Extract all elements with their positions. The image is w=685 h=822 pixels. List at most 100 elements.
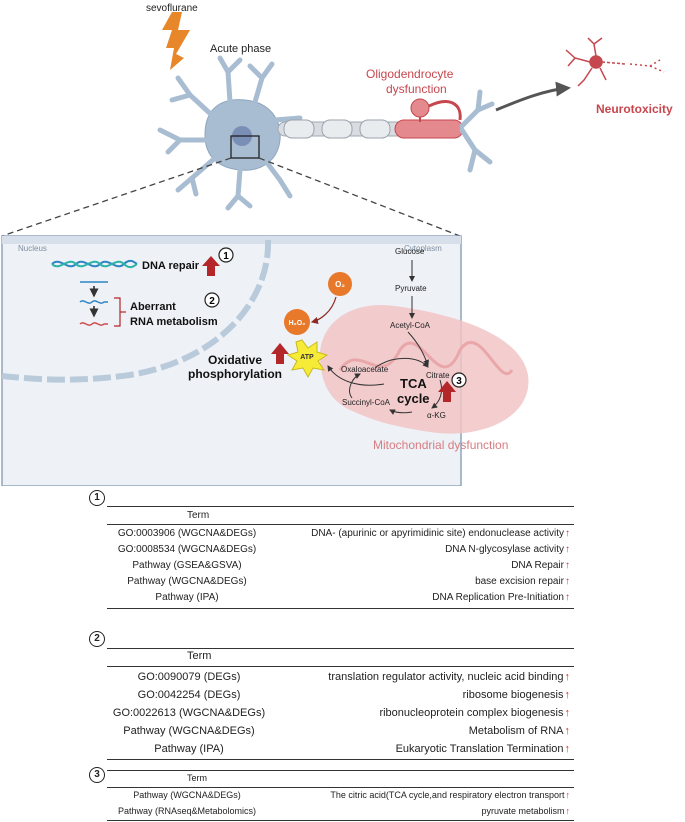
table-marker: 2: [89, 631, 105, 647]
up-arrow-icon: ↑: [564, 671, 571, 683]
lightning-icon: [162, 12, 190, 70]
up-arrow-icon: ↑: [565, 528, 570, 539]
up-arrow-icon: ↑: [565, 790, 571, 800]
table-2: 2 Term GO:0090079 (DEGs) translation regu…: [89, 631, 574, 761]
acetylcoa-label: Acetyl-CoA: [390, 321, 431, 330]
oxphos-line1: Oxidative: [208, 353, 262, 367]
table-cell-term: Pathway (WGCNA&DEGs): [133, 790, 241, 800]
neuron-icon: [157, 55, 303, 211]
pathway-figure: sevoflurane Acute phase Oligodendrocyt: [1, 3, 673, 486]
table-cell-description: DNA Replication Pre-Initiation↑: [89, 592, 570, 603]
table-marker: 3: [89, 767, 105, 783]
oligo-label-line2: dysfunction: [386, 82, 447, 96]
up-arrow-icon: ↑: [564, 689, 571, 701]
oligo-label-line1: Oligodendrocyte: [366, 67, 454, 81]
aberrant-line2: RNA metabolism: [130, 316, 218, 328]
table-cell-description: ribonucleoprotein complex biogenesis↑: [89, 707, 570, 719]
o2-icon: [328, 272, 352, 296]
table-header-term: Term: [187, 650, 212, 662]
dna-icon: [51, 259, 138, 269]
h2o2-label: H₂O₂: [289, 320, 306, 327]
oligodendrocyte-icon: [394, 98, 464, 139]
succinyl-label: Succinyl-CoA: [342, 398, 391, 407]
table-cell-description: Eukaryotic Translation Termination↑: [89, 743, 570, 755]
marker-1-text: 1: [223, 251, 229, 262]
nuclear-membrane: [1, 239, 272, 383]
dna-repair-up-arrow: [202, 256, 220, 276]
description-text: DNA Repair: [511, 560, 564, 571]
tca-line2: cycle: [397, 391, 430, 406]
o2-label: O₂: [335, 280, 345, 289]
table-3: 3 Term Pathway (WGCNA&DEGs) The citric ac…: [89, 767, 574, 821]
table-cell-description: translation regulator activity, nucleic …: [89, 671, 570, 683]
up-arrow-icon: ↑: [565, 592, 570, 603]
glucose-label: Glucose: [395, 247, 425, 256]
table-header-term: Term: [187, 510, 210, 521]
tca-up-arrow: [438, 381, 456, 402]
table-header-term: Term: [187, 773, 207, 783]
myelin-sheaths: [283, 119, 391, 139]
atp-label: ATP: [300, 354, 314, 361]
table-cell-term: Pathway (RNAseq&Metabolomics): [117, 806, 257, 816]
marker-2-text: 2: [209, 296, 215, 307]
damaged-neuron-icon: [565, 37, 665, 87]
table-cell-term: GO:0022613 (WGCNA&DEGs): [112, 707, 266, 719]
table-cell-term: GO:0042254 (DEGs): [137, 689, 241, 701]
nucleus-label: Nucleus: [18, 244, 47, 253]
tca-line1: TCA: [400, 376, 427, 391]
oxphos-line2: phosphorylation: [188, 367, 282, 381]
akg-label: α-KG: [427, 411, 446, 420]
marker-3: [451, 372, 467, 388]
description-text: DNA- (apurinic or apyrimidinic site) end…: [311, 528, 564, 539]
citrate-label: Citrate: [426, 371, 450, 380]
dna-repair-label: DNA repair: [142, 260, 200, 272]
rna-icon: [79, 281, 108, 326]
table-cell-description: DNA N-glycosylase activity↑: [89, 544, 570, 555]
table-cell-term: Pathway (GSEA&GSVA): [132, 560, 242, 571]
marker-3-text: 3: [456, 376, 462, 387]
table-cell-description: ribosome biogenesis↑: [89, 689, 570, 701]
table-cell-description: base excision repair↑: [89, 576, 570, 587]
table-marker: 1: [89, 490, 105, 506]
up-arrow-icon: ↑: [565, 560, 570, 571]
phase-label: Acute phase: [210, 43, 271, 55]
table-cell-term: GO:0090079 (DEGs): [137, 671, 241, 683]
atp-burst-icon: [286, 339, 329, 379]
aberrant-line1: Aberrant: [130, 301, 176, 313]
mitochondrion-icon: [319, 304, 529, 434]
description-text: base excision repair: [475, 576, 564, 587]
table-cell-term: Pathway (IPA): [155, 592, 219, 603]
description-text: Eukaryotic Translation Termination: [395, 743, 564, 755]
description-text: Metabolism of RNA: [468, 725, 564, 737]
marker-1: [218, 247, 234, 263]
table-cell-description: DNA- (apurinic or apyrimidinic site) end…: [89, 528, 570, 539]
table-1: 1 Term GO:0003906 (WGCNA&DEGs) DNA- (apur…: [89, 490, 574, 609]
description-text: translation regulator activity, nucleic …: [328, 671, 564, 683]
mito-label: Mitochondrial dysfunction: [373, 438, 508, 452]
oxphos-up-arrow: [271, 343, 289, 364]
up-arrow-icon: ↑: [564, 707, 571, 719]
up-arrow-icon: ↑: [565, 806, 571, 816]
trigger-label: sevoflurane: [146, 3, 198, 14]
table-cell-description: Metabolism of RNA↑: [89, 725, 570, 737]
table-cell-term: Pathway (IPA): [154, 743, 224, 755]
table-cell-description: The citric acid(TCA cycle,and respirator…: [89, 790, 570, 800]
h2o2-icon: [284, 309, 310, 335]
up-arrow-icon: ↑: [565, 544, 570, 555]
description-text: ribosome biogenesis: [462, 689, 564, 701]
table-cell-description: pyruvate metabolism↑: [89, 806, 570, 816]
pyruvate-label: Pyruvate: [395, 284, 427, 293]
oxaloacetate-label: Oxaloacetate: [341, 365, 389, 374]
table-cell-term: GO:0003906 (WGCNA&DEGs): [117, 528, 257, 539]
description-text: The citric acid(TCA cycle,and respirator…: [330, 790, 565, 800]
table-cell-term: GO:0008534 (WGCNA&DEGs): [117, 544, 257, 555]
description-text: pyruvate metabolism: [481, 806, 565, 816]
table-cell-term: Pathway (WGCNA&DEGs): [123, 725, 255, 737]
marker-2: [204, 292, 220, 308]
description-text: DNA N-glycosylase activity: [445, 544, 564, 555]
up-arrow-icon: ↑: [564, 743, 571, 755]
neurotoxicity-label: Neurotoxicity: [596, 102, 673, 116]
up-arrow-icon: ↑: [564, 725, 571, 737]
up-arrow-icon: ↑: [565, 576, 570, 587]
description-text: ribonucleoprotein complex biogenesis: [379, 707, 564, 719]
